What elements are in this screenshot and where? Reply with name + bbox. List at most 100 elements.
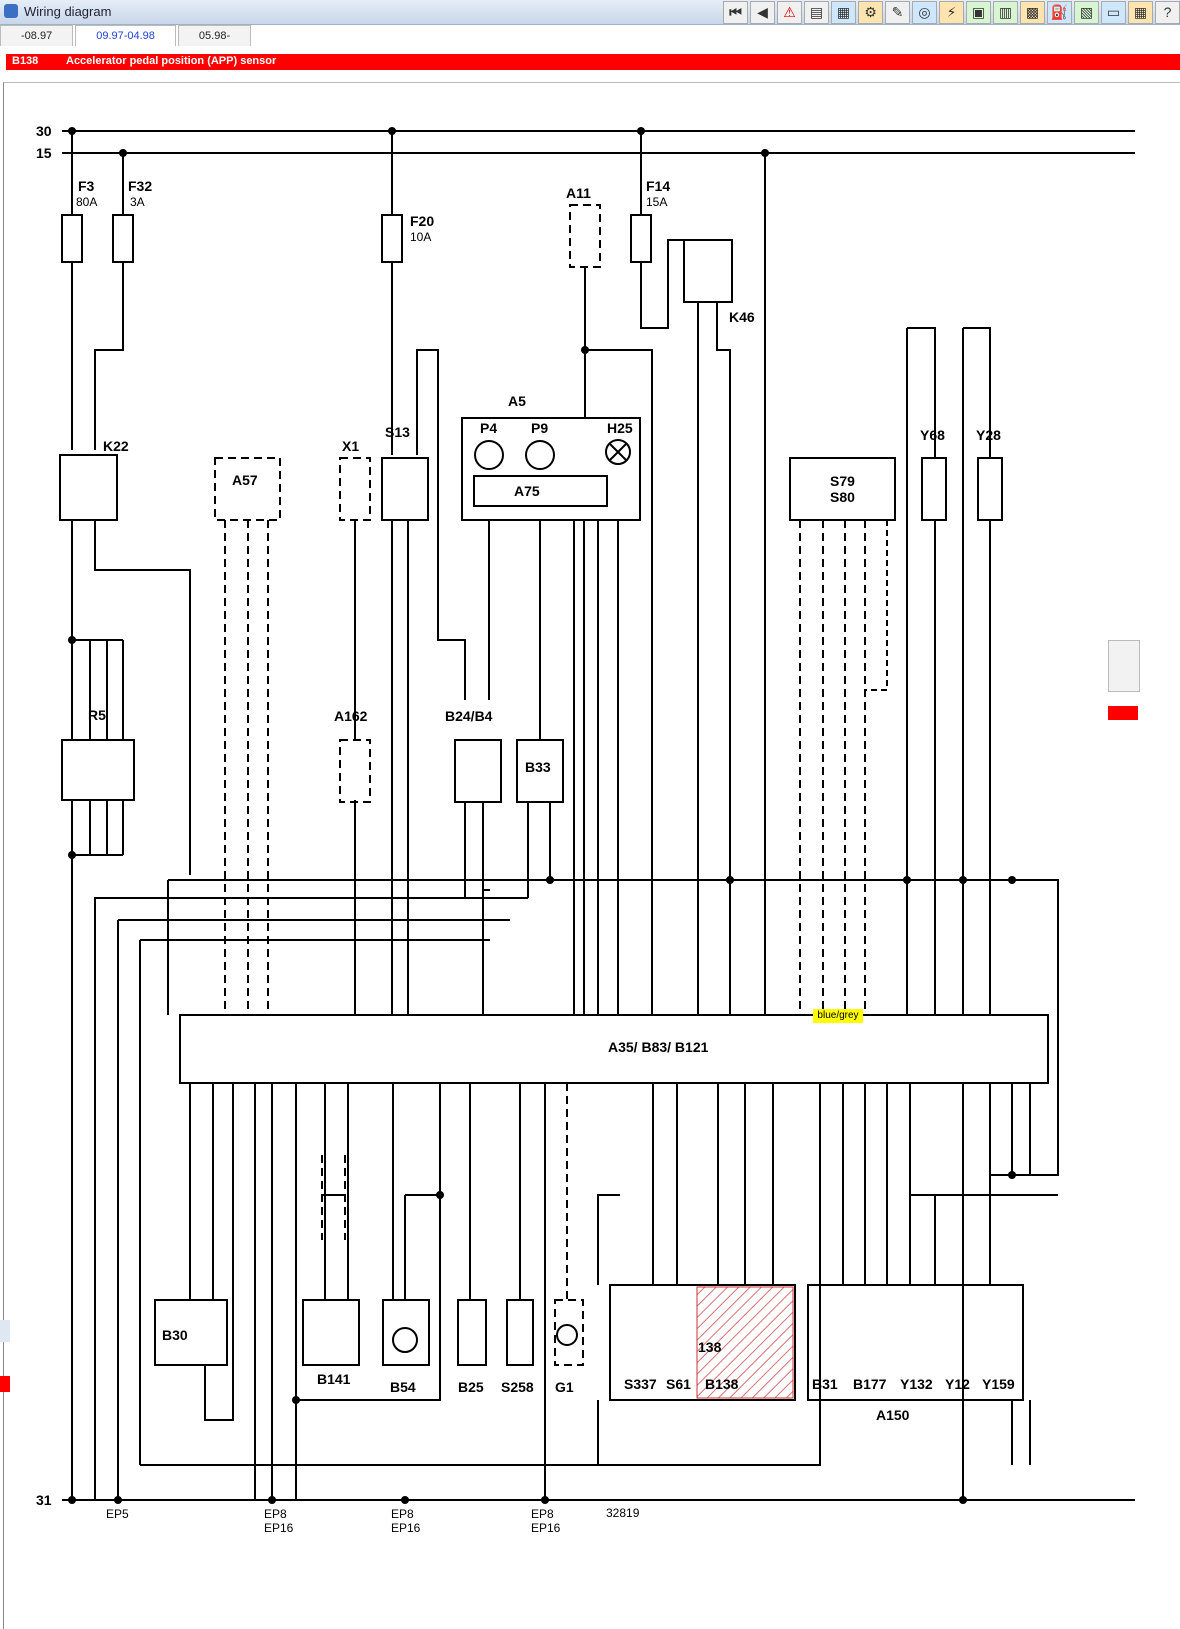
sensor-b24-b4-shape xyxy=(454,739,502,803)
wire-a5-vi xyxy=(585,349,653,1015)
fuel-icon[interactable]: ⛽ xyxy=(1047,1,1072,24)
label-s13: S13 xyxy=(385,424,410,440)
disc-icon[interactable]: ◎ xyxy=(912,1,937,24)
label-f20: F20 xyxy=(410,213,434,229)
splice-dot xyxy=(581,346,589,354)
wire-s13-b24 xyxy=(416,349,466,700)
screen-icon[interactable]: ▭ xyxy=(1101,1,1126,24)
splice-dot xyxy=(959,876,967,884)
component-icon[interactable]: ▧ xyxy=(1074,1,1099,24)
label-x1: X1 xyxy=(342,438,359,454)
bus-1 xyxy=(168,879,1059,1176)
wire-k22-out xyxy=(71,520,191,875)
wire-b24 xyxy=(94,802,490,1500)
module-a75-shape xyxy=(473,475,608,507)
splice-dot xyxy=(388,127,396,135)
splice-dot xyxy=(68,127,76,135)
label-f20-rating: 10A xyxy=(410,230,431,244)
wire-k46 xyxy=(697,302,731,1015)
splice-dot xyxy=(903,876,911,884)
label-b33: B33 xyxy=(525,759,551,775)
module-icon[interactable]: ▣ xyxy=(966,1,991,24)
wire-y28 xyxy=(962,327,991,1015)
label-p9: P9 xyxy=(531,420,548,436)
sensor-b141-shape xyxy=(302,1299,360,1366)
wire-s13-ecu xyxy=(391,520,409,1015)
toolbar: ⏮◀⚠▤▦⚙✎◎⚡▣▥▩⛽▧▭▦? xyxy=(723,1,1180,25)
splice-dot xyxy=(436,1191,444,1199)
label-ep16-2: EP16 xyxy=(391,1521,421,1535)
wire-s79-loop xyxy=(865,520,888,691)
label-y28: Y28 xyxy=(976,427,1001,443)
wire-a150-bus xyxy=(910,1083,1058,1500)
splice-dot xyxy=(292,1396,300,1404)
map-icon[interactable]: ▦ xyxy=(831,1,856,24)
splice-dot xyxy=(68,1496,76,1504)
label-h25: H25 xyxy=(607,420,633,436)
wire-r5-bottom xyxy=(71,800,124,856)
generator-g1-shape xyxy=(554,1299,584,1366)
label-y132: Y132 xyxy=(900,1376,933,1392)
wire-s79 xyxy=(799,520,866,1015)
label-ep16-3: EP16 xyxy=(531,1521,561,1535)
label-b138-partial: 138 xyxy=(698,1339,722,1355)
module-b30-shape xyxy=(154,1299,228,1366)
fuse-f20-shape xyxy=(381,214,403,263)
module-a11-shape xyxy=(569,204,601,268)
splice-dot xyxy=(268,1496,276,1504)
generator-g1-symbol xyxy=(556,1324,578,1346)
tool-icon[interactable]: ✎ xyxy=(885,1,910,24)
splice-dot xyxy=(959,1496,967,1504)
wire-b54-bus xyxy=(404,1194,441,1300)
label-f14-rating: 15A xyxy=(646,195,667,209)
wire-a150 xyxy=(842,1083,911,1285)
first-icon[interactable]: ⏮ xyxy=(723,1,748,24)
document-icon[interactable]: ▤ xyxy=(804,1,829,24)
chip-icon[interactable]: ▦ xyxy=(1128,1,1153,24)
gear-icon[interactable]: ⚙ xyxy=(858,1,883,24)
label-f3: F3 xyxy=(78,178,95,194)
splice-dot xyxy=(541,1496,549,1504)
label-f32: F32 xyxy=(128,178,152,194)
label-s79: S79 xyxy=(830,473,855,489)
relay-k46-shape xyxy=(683,239,733,303)
wire-f32 xyxy=(94,153,124,450)
component-code: B138 xyxy=(12,55,39,67)
warning-icon[interactable]: ⚠ xyxy=(777,1,802,24)
label-b138: B138 xyxy=(705,1376,739,1392)
valve-y28-shape xyxy=(977,457,1003,521)
side-panel-redbar xyxy=(1108,706,1138,720)
wire-b25-s258 xyxy=(469,1083,546,1500)
cluster-a5-shape xyxy=(461,417,641,521)
label-g1: G1 xyxy=(555,1379,574,1395)
splice-dot xyxy=(1008,1171,1016,1179)
b138-highlight[interactable] xyxy=(696,1286,794,1399)
fuse-f32-shape xyxy=(112,214,134,263)
color-callout: blue/grey xyxy=(813,1009,863,1023)
label-b25: B25 xyxy=(458,1379,484,1395)
tab-version-2[interactable]: 09.97-04.98 xyxy=(75,25,176,46)
label-s61: S61 xyxy=(666,1376,691,1392)
tab-version-3[interactable]: 05.98- xyxy=(177,25,252,46)
app-icon xyxy=(4,4,18,18)
rail-31-label: 31 xyxy=(36,1492,52,1508)
module-a150-shape xyxy=(807,1284,1024,1401)
resistor-r5-shape xyxy=(61,739,135,801)
splice-dot xyxy=(68,636,76,644)
side-panel-button[interactable] xyxy=(1108,640,1140,692)
wire-f14 xyxy=(640,131,690,329)
splice-dot xyxy=(119,149,127,157)
tab-version-1[interactable]: -08.97 xyxy=(0,25,74,46)
wire-r5-top xyxy=(71,639,124,740)
label-s337: S337 xyxy=(624,1376,657,1392)
label-ref-number: 32819 xyxy=(606,1506,640,1520)
label-ep8-1: EP8 xyxy=(264,1507,287,1521)
battery-icon[interactable]: ▥ xyxy=(993,1,1018,24)
wire-a5-out xyxy=(488,520,619,1015)
label-ecu: A35/ B83/ B121 xyxy=(608,1039,709,1055)
connector-icon[interactable]: ⚡ xyxy=(939,1,964,24)
engine-icon[interactable]: ▩ xyxy=(1020,1,1045,24)
prev-icon[interactable]: ◀ xyxy=(750,1,775,24)
side-panel-left-button[interactable] xyxy=(0,1320,10,1342)
